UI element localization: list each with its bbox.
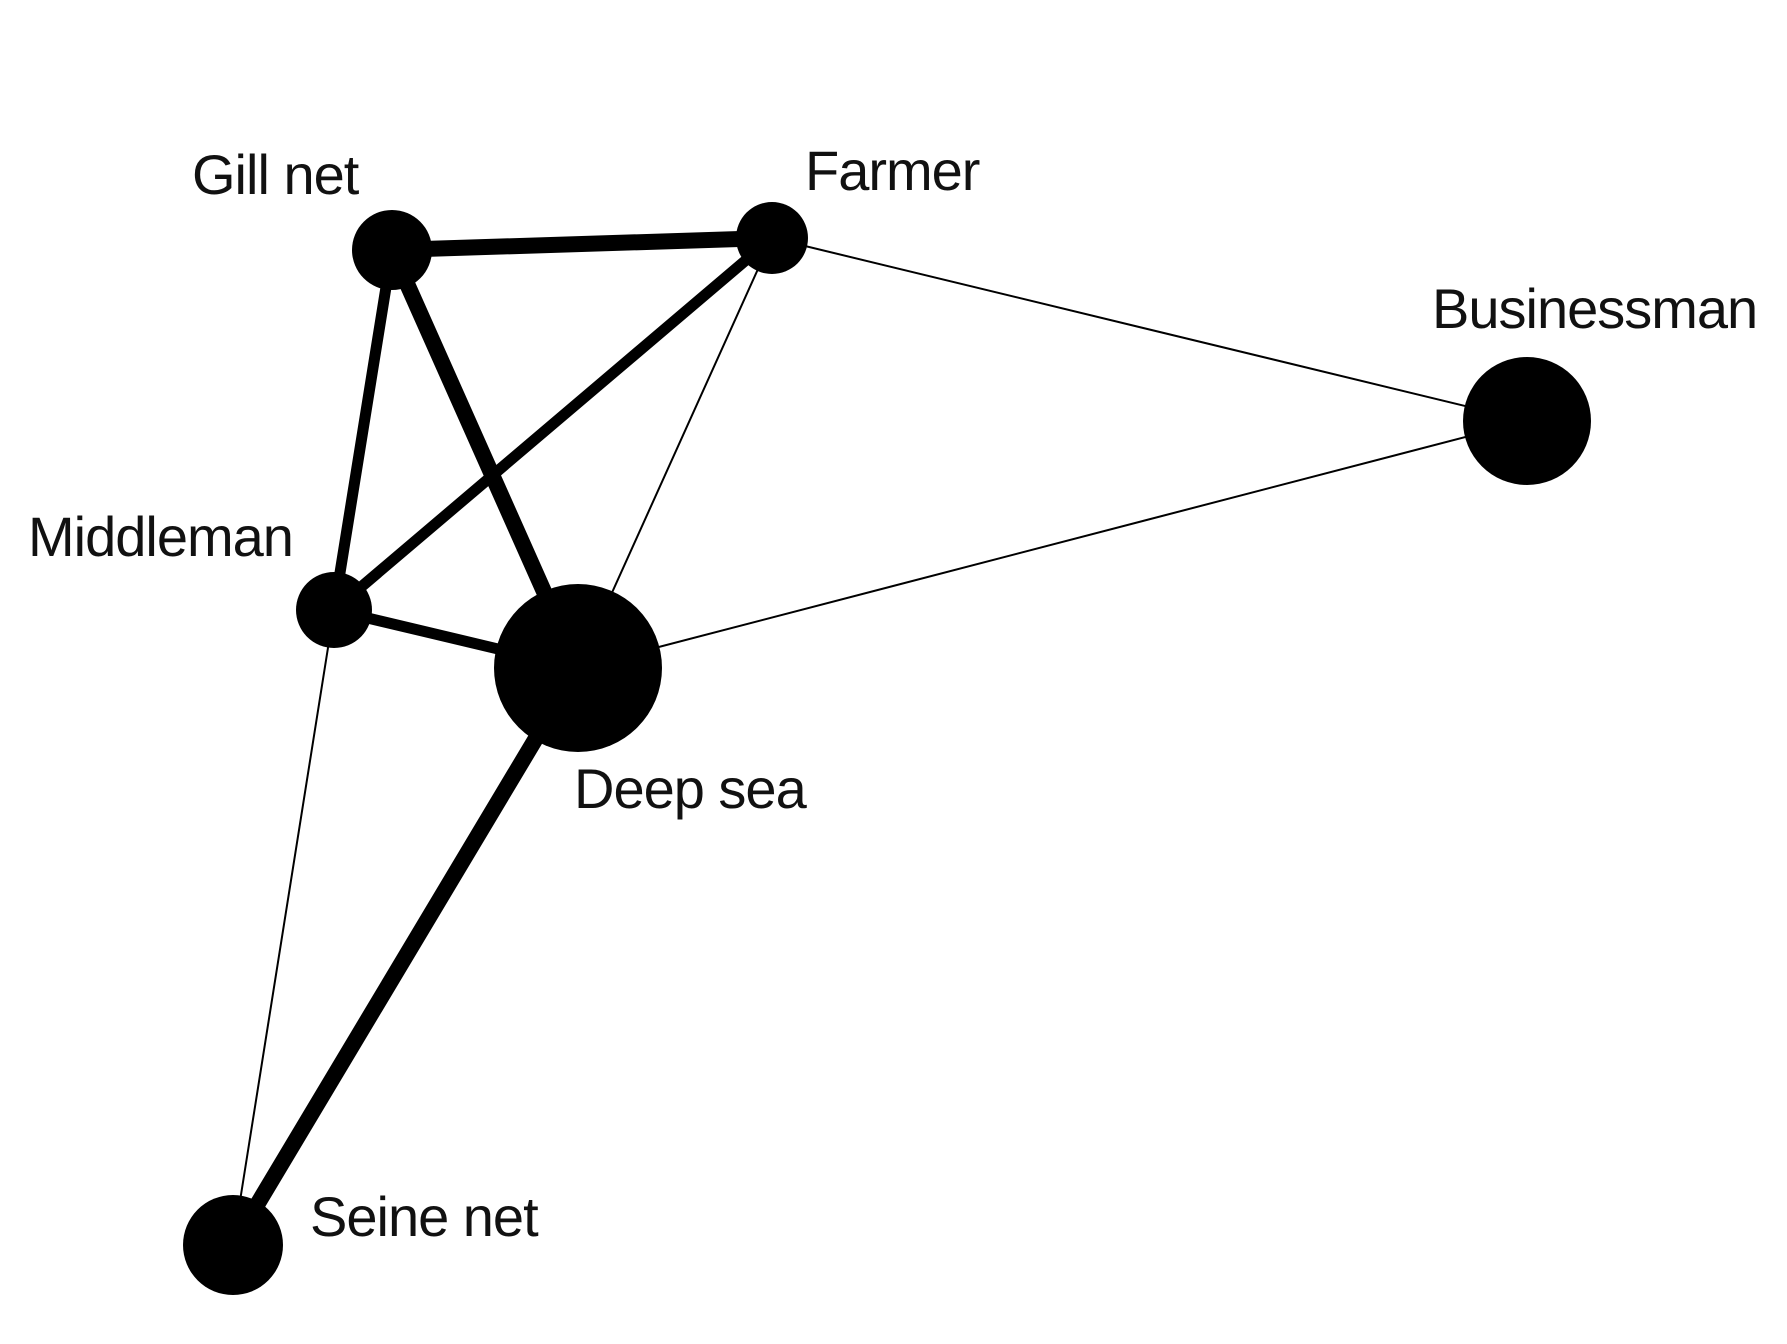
- node-gill-net: [352, 210, 432, 290]
- node-label-middleman: Middleman: [28, 505, 293, 568]
- node-businessman: [1463, 357, 1591, 485]
- node-label-businessman: Businessman: [1432, 277, 1757, 340]
- edge-gill-net-farmer: [384, 230, 780, 258]
- node-middleman: [296, 572, 372, 648]
- edges-layer: [225, 230, 1528, 1253]
- edge-gill-net-middleman: [328, 244, 398, 616]
- edge-deep-sea-businessman: [577, 420, 1528, 669]
- edge-farmer-middleman: [328, 232, 778, 616]
- node-farmer: [736, 202, 808, 274]
- node-label-farmer: Farmer: [805, 139, 980, 202]
- node-seine-net: [183, 1195, 283, 1295]
- edge-farmer-businessman: [771, 237, 1528, 422]
- node-label-deep-sea: Deep sea: [574, 757, 808, 820]
- nodes-layer: [183, 202, 1591, 1295]
- edge-middleman-seine-net: [232, 609, 335, 1246]
- node-label-seine-net: Seine net: [310, 1185, 539, 1248]
- node-label-gill-net: Gill net: [192, 143, 360, 206]
- edge-deep-sea-seine-net: [225, 660, 586, 1253]
- node-deep-sea: [494, 584, 662, 752]
